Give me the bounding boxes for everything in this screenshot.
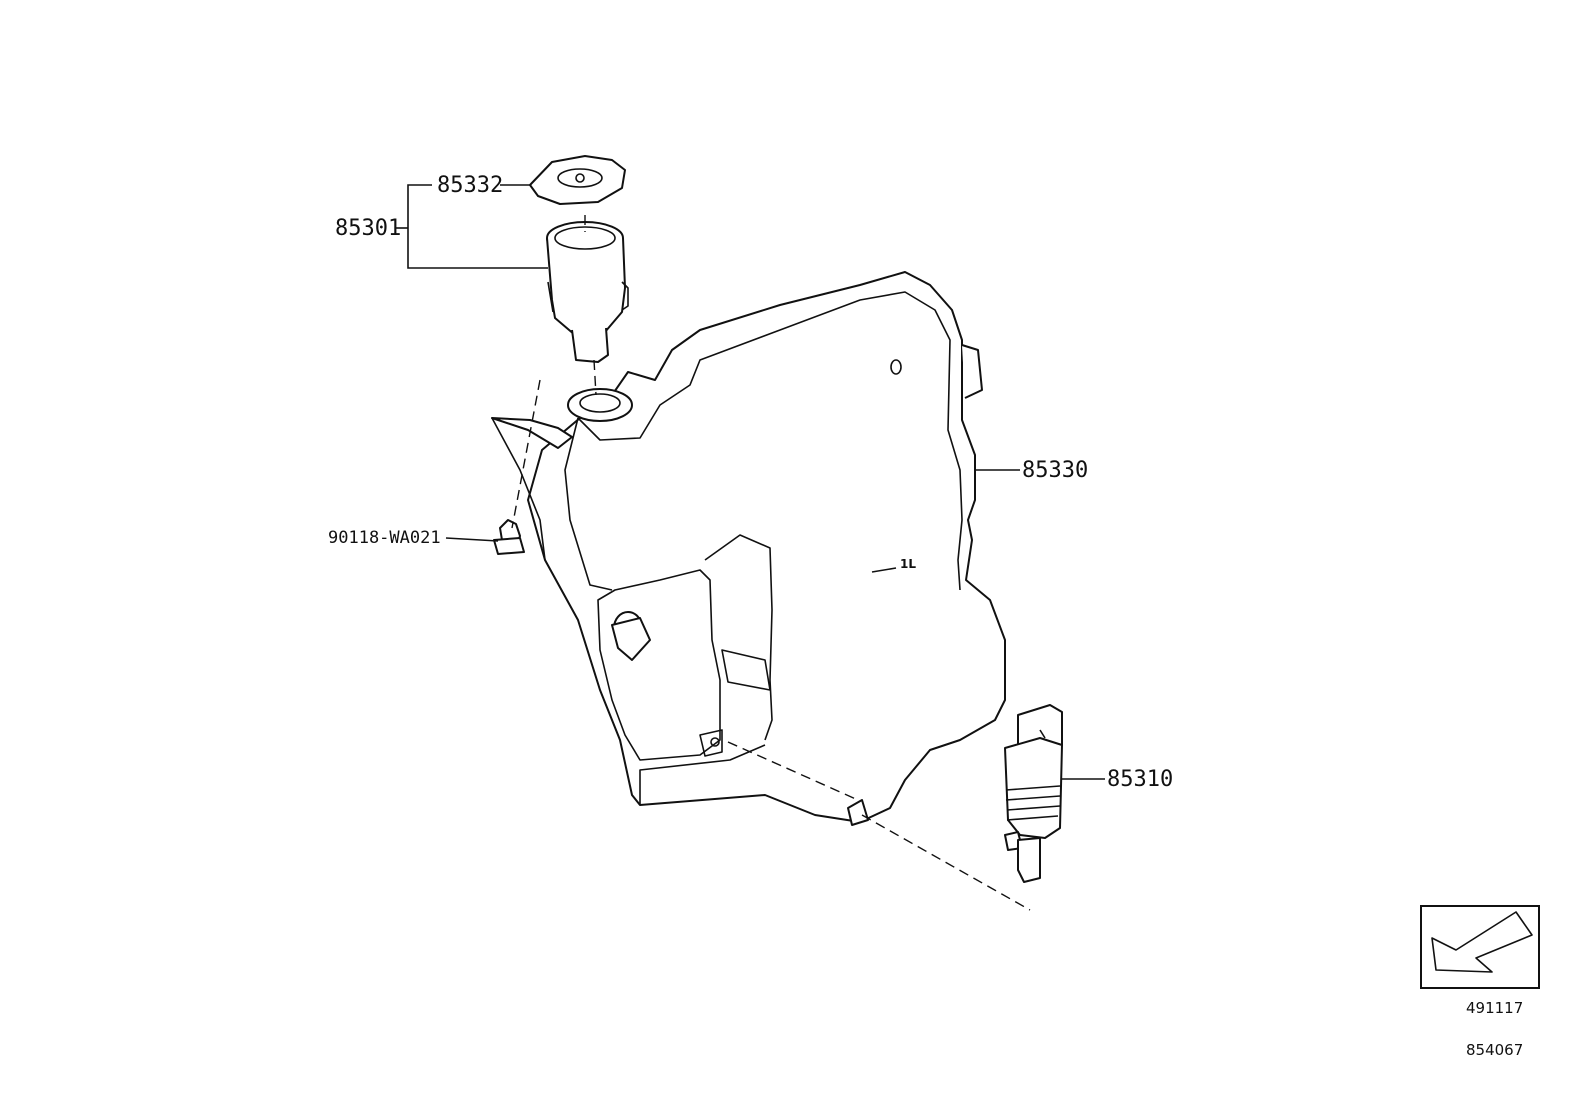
label-85301: 85301 xyxy=(335,184,548,269)
washer-tank[interactable]: 1L xyxy=(491,271,1006,826)
clip[interactable] xyxy=(493,519,525,555)
svg-text:85301: 85301 xyxy=(335,216,401,241)
label-85330: 85330 xyxy=(975,458,1088,483)
svg-text:85330: 85330 xyxy=(1022,458,1088,483)
svg-text:491117: 491117 xyxy=(1466,999,1523,1017)
washer-pump[interactable] xyxy=(1004,704,1063,883)
diagram-code: 854067 xyxy=(1466,1041,1523,1059)
label-85310: 85310 xyxy=(1062,767,1173,792)
filler-cap[interactable] xyxy=(529,155,626,205)
svg-text:85332: 85332 xyxy=(437,173,503,198)
assembly-lines xyxy=(511,215,1031,911)
inlet-tube[interactable] xyxy=(546,221,629,363)
view-indicator: 491117 xyxy=(1420,905,1540,1017)
svg-text:85310: 85310 xyxy=(1107,767,1173,792)
label-85332: 85332 xyxy=(437,173,530,198)
label-90118-WA021: 90118-WA021 xyxy=(328,528,499,548)
svg-text:90118-WA021: 90118-WA021 xyxy=(328,528,441,548)
level-mark: 1L xyxy=(900,557,916,571)
arrow-icon xyxy=(1431,911,1533,973)
